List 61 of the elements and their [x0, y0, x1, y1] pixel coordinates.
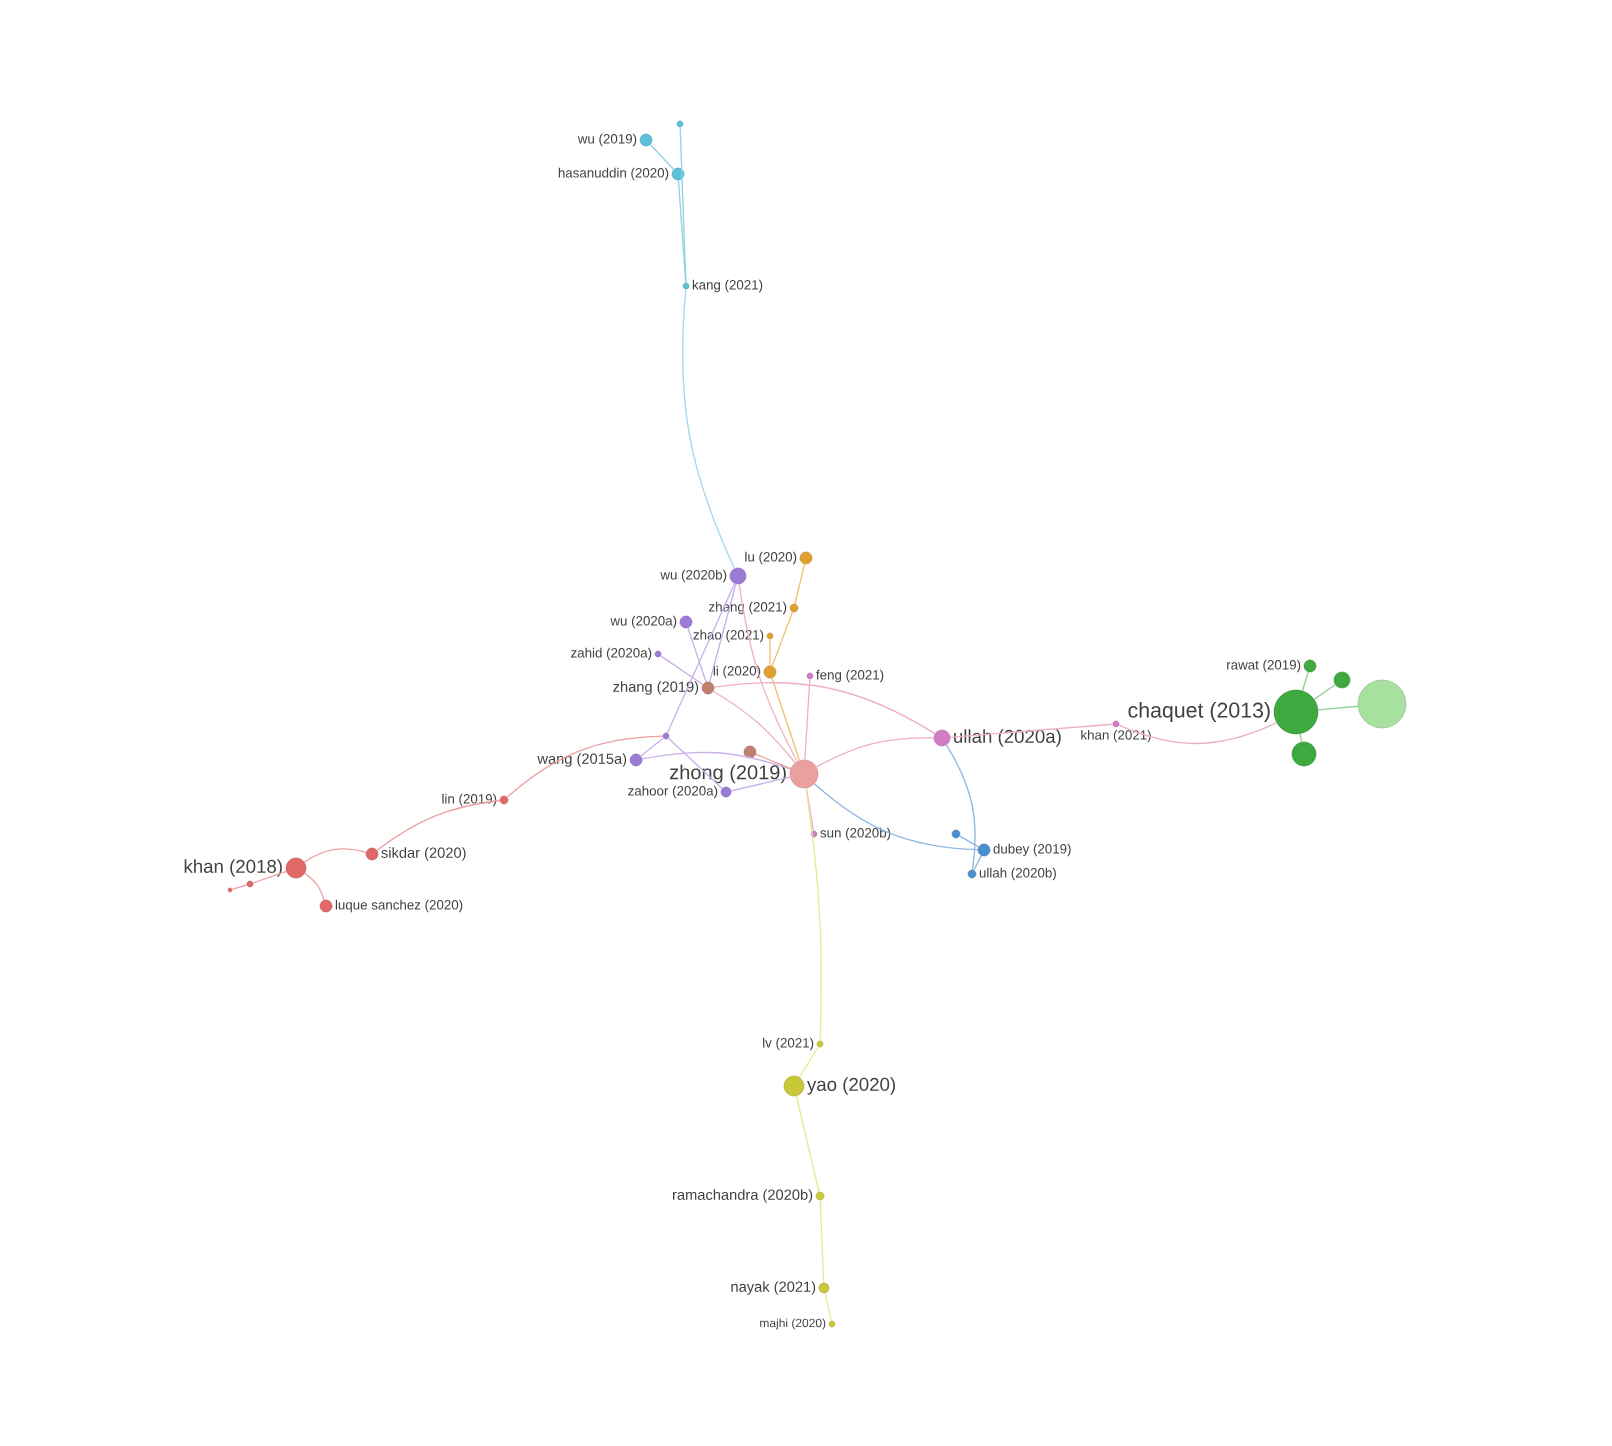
link-line [376, 799, 501, 851]
link-line [231, 884, 248, 890]
link-line [1301, 671, 1309, 692]
link-line [506, 735, 664, 798]
link-line [755, 753, 792, 770]
link-line [660, 655, 704, 686]
network-node [1357, 679, 1407, 729]
network-node [227, 887, 233, 893]
link-line [252, 870, 287, 884]
node-label: yao (2020) [806, 1077, 895, 1095]
link-line [713, 681, 936, 735]
link-line [769, 638, 771, 667]
network-node: khan (2018) [184, 857, 307, 879]
link-line [1317, 705, 1359, 711]
node-label: zhong (2019) [670, 764, 786, 784]
link-line [771, 611, 794, 667]
network-node: yao (2020) [783, 1075, 895, 1097]
link-line [1313, 684, 1336, 700]
link-line [805, 787, 822, 1042]
link-line [805, 787, 815, 832]
link-line [1299, 733, 1303, 743]
network-node [662, 732, 670, 740]
link-line [667, 737, 723, 790]
link-line [819, 1199, 825, 1284]
link-line [666, 582, 736, 734]
network-node: ullah (2020a) [933, 729, 1061, 747]
link-line [798, 1046, 819, 1078]
node-label: khan (2018) [184, 859, 282, 877]
network-node [951, 829, 961, 839]
node-label: chaquet (2013) [1128, 702, 1270, 722]
link-line [794, 563, 806, 605]
link-line [945, 744, 976, 871]
network-node [743, 745, 757, 759]
link-line [973, 854, 982, 871]
link-line [712, 690, 796, 764]
link-line [641, 751, 792, 770]
link-line [640, 737, 665, 757]
network-node [1291, 741, 1317, 767]
link-line [708, 583, 737, 683]
link-line [738, 583, 798, 763]
link-line [304, 872, 325, 901]
link-line [959, 835, 980, 848]
link-line [815, 737, 935, 768]
link-line [679, 126, 687, 284]
link-line [730, 776, 791, 792]
network-node [1333, 671, 1351, 689]
network-node: zhong (2019) [670, 759, 819, 789]
link-line [303, 848, 367, 863]
link-line [804, 678, 811, 761]
node-label: ullah (2020a) [954, 729, 1061, 747]
link-line [949, 723, 1114, 738]
link-line [771, 677, 801, 762]
link-line [682, 288, 736, 570]
link-line [649, 143, 675, 171]
link-line [1118, 722, 1278, 745]
link-line [824, 1292, 832, 1322]
network-node [246, 880, 254, 888]
link-line [687, 627, 707, 683]
network-node [676, 120, 684, 128]
link-line [795, 1095, 820, 1193]
link-line [813, 783, 979, 851]
